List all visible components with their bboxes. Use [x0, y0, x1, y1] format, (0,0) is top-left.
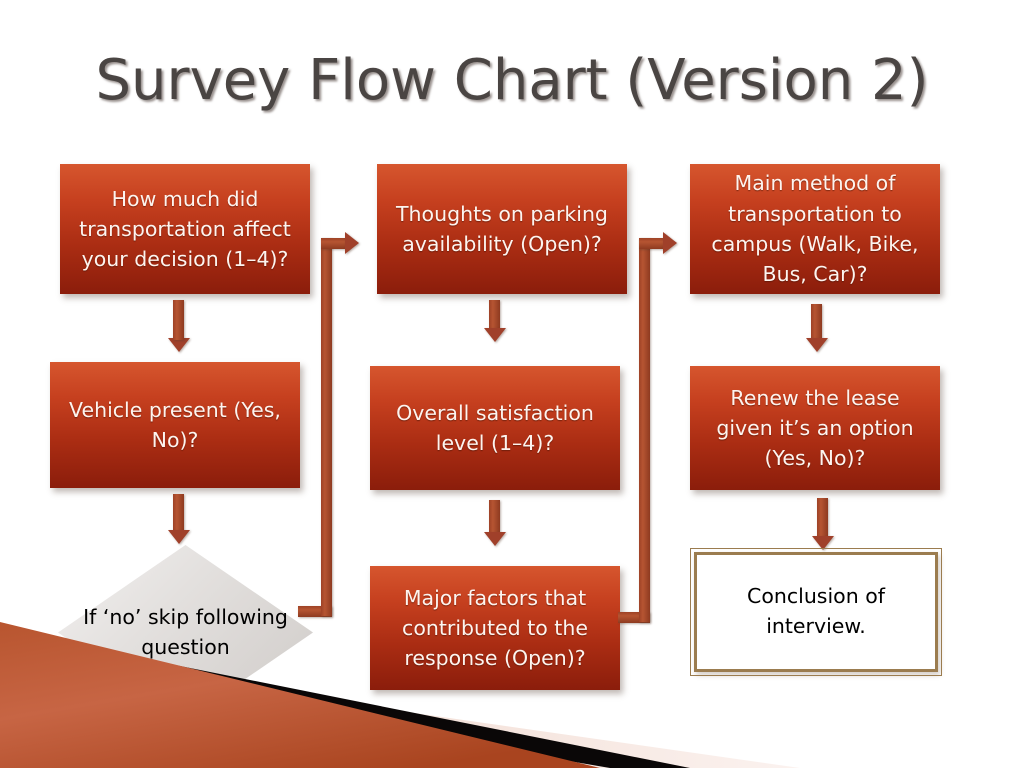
arrow-q4-to-q5 — [484, 532, 506, 546]
connector-q6-to-q7 — [811, 304, 822, 340]
page-title: Survey Flow Chart (Version 2) — [95, 48, 929, 113]
node-q7-label: Renew the lease given it’s an option (Ye… — [716, 385, 914, 471]
node-q1[interactable]: How much did transportation affect your … — [60, 164, 310, 294]
node-d1-label: If ‘no’ skip following question — [83, 605, 288, 659]
connector-q5-to-q6-h1 — [618, 612, 650, 623]
node-conclusion[interactable]: Conclusion of interview. — [690, 548, 942, 676]
decorative-corner-graphic — [0, 622, 800, 768]
connector-d1-to-q3-h2 — [321, 238, 349, 249]
node-q1-label: How much did transportation affect your … — [79, 186, 291, 272]
arrow-q2-to-d1 — [168, 530, 190, 544]
arrow-q7-to-end — [812, 536, 834, 550]
connector-q4-to-q5 — [489, 500, 500, 534]
connector-q1-to-q2 — [173, 300, 184, 340]
connector-d1-to-q3-h1 — [298, 606, 332, 617]
node-q2[interactable]: Vehicle present (Yes, No)? — [50, 362, 300, 488]
node-q4-label: Overall satisfaction level (1–4)? — [396, 400, 594, 455]
node-q2-label: Vehicle present (Yes, No)? — [69, 397, 281, 452]
node-q5[interactable]: Major factors that contributed to the re… — [370, 566, 620, 690]
connector-q3-to-q4 — [489, 300, 500, 330]
node-q4[interactable]: Overall satisfaction level (1–4)? — [370, 366, 620, 490]
connector-q5-to-q6-h2 — [639, 238, 667, 249]
node-q3-label: Thoughts on parking availability (Open)? — [396, 201, 608, 256]
arrow-q5-to-q6 — [663, 232, 677, 254]
connector-q7-to-end — [817, 498, 828, 538]
arrow-d1-to-q3 — [345, 232, 359, 254]
node-q6-label: Main method of transportation to campus … — [711, 171, 919, 287]
node-q5-label: Major factors that contributed to the re… — [402, 585, 588, 671]
connector-d1-to-q3-v — [321, 238, 332, 616]
node-q6[interactable]: Main method of transportation to campus … — [690, 164, 940, 294]
connector-q2-to-d1 — [173, 494, 184, 532]
node-conclusion-label: Conclusion of interview. — [747, 584, 885, 638]
arrow-q3-to-q4 — [484, 328, 506, 342]
connector-q5-to-q6-v — [639, 238, 650, 622]
node-q3[interactable]: Thoughts on parking availability (Open)? — [377, 164, 627, 294]
arrow-q6-to-q7 — [806, 338, 828, 352]
node-q7[interactable]: Renew the lease given it’s an option (Ye… — [690, 366, 940, 490]
arrow-q1-to-q2 — [168, 338, 190, 352]
